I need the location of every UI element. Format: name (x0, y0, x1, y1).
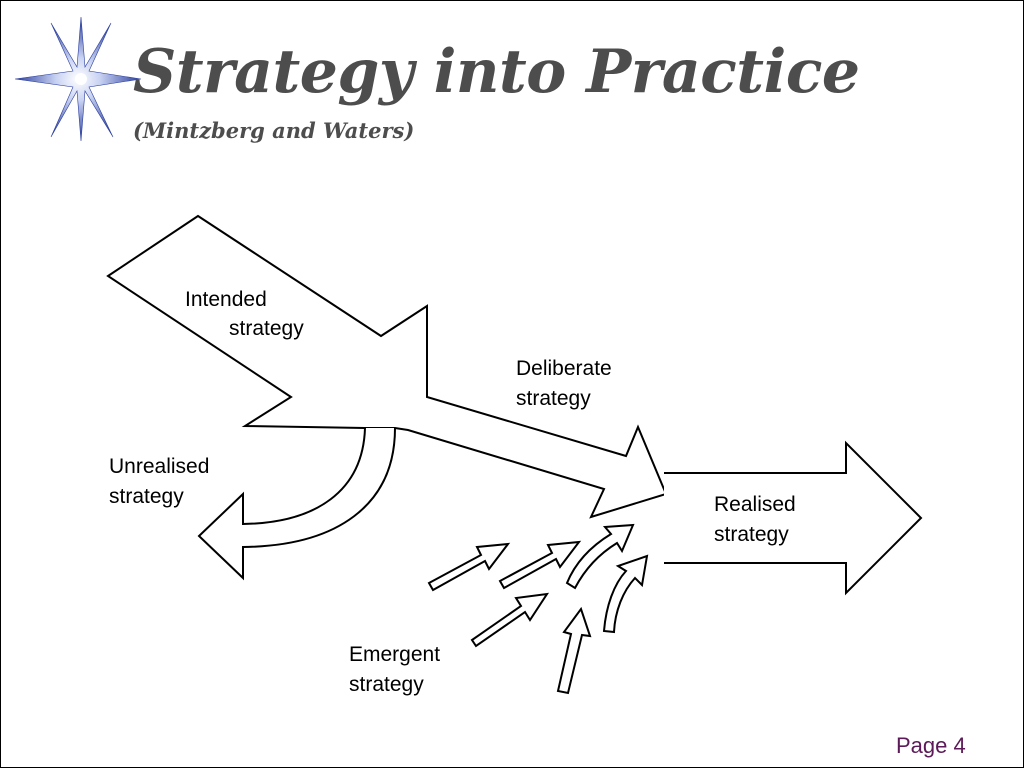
slide-title: Strategy into Practice (133, 37, 860, 107)
unrealised-label-line-2: strategy (109, 485, 184, 508)
intended-label-line-2: strategy (229, 317, 304, 340)
emergent-arrow (602, 554, 649, 634)
realised-label-line-1: Realised (714, 493, 796, 516)
emergent-label-line-2: strategy (349, 673, 424, 696)
slide-subtitle: (Mintzberg and Waters) (133, 118, 415, 143)
deliberate-label-line-1: Deliberate (516, 357, 612, 380)
intended-strategy-arrow (106, 214, 668, 519)
deliberate-label-line-2: strategy (516, 387, 591, 410)
emergent-arrow (498, 540, 582, 590)
emergent-strategy-arrows (427, 523, 649, 695)
emergent-label-line-1: Emergent (349, 643, 441, 666)
emergent-arrow (565, 523, 635, 590)
page-number: Page 4 (896, 733, 966, 758)
unrealised-strategy-arrow (197, 427, 396, 581)
realised-strategy-arrow (664, 440, 923, 596)
emergent-arrow (470, 592, 550, 648)
emergent-arrow (556, 606, 592, 695)
intended-label-line-1: Intended (185, 288, 267, 311)
realised-label-line-2: strategy (714, 523, 789, 546)
star-icon (15, 17, 142, 141)
unrealised-label-line-1: Unrealised (109, 455, 210, 478)
emergent-arrow (427, 542, 511, 592)
